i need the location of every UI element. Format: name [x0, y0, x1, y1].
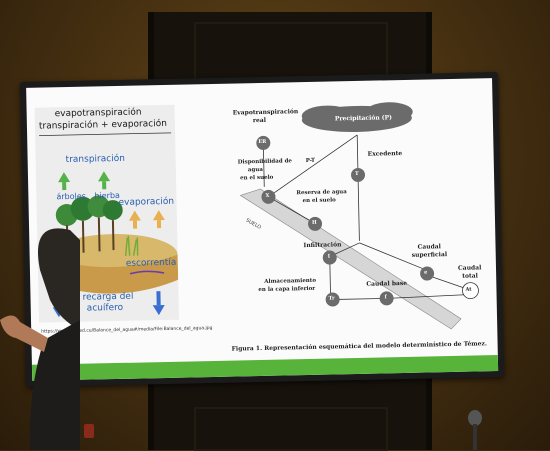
flow-line [268, 134, 358, 198]
illustration-graphics [39, 132, 179, 318]
node-tr-label: Tr [328, 295, 335, 302]
node-h [308, 216, 323, 231]
cloud-icon [364, 102, 413, 123]
node-tr [325, 292, 340, 307]
ground-side [47, 254, 179, 294]
node-i-label: I [327, 253, 331, 260]
runoff-arrow-icon [129, 270, 165, 275]
node-f [379, 291, 394, 306]
flow-line [268, 196, 310, 221]
soil-band [239, 188, 462, 330]
node-at-label: At [465, 286, 472, 293]
presenter-body [29, 320, 80, 450]
green-arrow-icon [98, 171, 111, 182]
label-caudal-superficial-2: superficial [411, 251, 448, 259]
node-t-label: T [354, 170, 359, 178]
label-reserva: Reserva de agua [296, 189, 347, 197]
label-evapo-real-2: real [252, 116, 267, 125]
tree-icon [102, 200, 123, 221]
door-panel [194, 407, 388, 451]
blue-arrow-icon [156, 291, 161, 306]
flow-line [356, 134, 360, 241]
label-excedente: Excedente [367, 150, 403, 158]
presenter-head [38, 228, 80, 330]
label-pt: P-T [305, 157, 316, 165]
label-disponibilidad: Disponibilidad de [237, 158, 292, 166]
cloud-icon [301, 105, 352, 126]
tree-trunk [111, 220, 115, 251]
tree-trunk [97, 217, 101, 252]
flow-line [390, 294, 465, 299]
node-e-label: e [424, 269, 428, 276]
node-h-label: H [311, 219, 317, 226]
presenter [0, 228, 80, 450]
label-reserva-2: en el suelo [302, 197, 336, 205]
label-infiltracion: Infiltración [303, 241, 342, 250]
mic-stem [473, 424, 477, 450]
label-caudal-base: Caudal base [366, 279, 408, 288]
node-t [351, 167, 366, 182]
green-arrow-icon [102, 181, 107, 190]
label-precipitacion: Precipitación (P) [334, 114, 393, 123]
microphone-icon [468, 410, 482, 450]
label-disponibilidad-3: en el suelo [240, 174, 274, 182]
blue-arrow-icon [152, 305, 165, 316]
node-er [256, 135, 271, 150]
label-almacenamiento-2: en la capa inferior [258, 285, 316, 294]
orange-arrow-icon [152, 210, 165, 221]
temez-model-diagram [239, 102, 479, 330]
tree-trunk [81, 220, 85, 253]
orange-arrow-icon [128, 210, 141, 221]
brace-line [39, 132, 172, 137]
label-disponibilidad-2: agua [247, 166, 263, 174]
light-switch [84, 424, 94, 438]
label-almacenamiento: Almacenamiento [264, 277, 317, 285]
presenter-hand [0, 315, 48, 352]
green-arrow-icon [58, 172, 71, 183]
mic-head [468, 410, 482, 426]
node-f-label: f [384, 294, 387, 301]
water-balance-illustration: evapotranspiración transpiración + evapo… [34, 104, 180, 323]
presentation-slide: evapotranspiración transpiración + evapo… [26, 78, 499, 381]
label-caudal-total-2: total [462, 272, 478, 280]
label-caudal-superficial: Caudal [417, 243, 442, 251]
node-x-label: X [265, 192, 270, 199]
flow-line [359, 242, 426, 270]
label-evapo-real: Evapotranspiración [232, 108, 299, 117]
node-er-label: ER [258, 138, 267, 146]
node-at [462, 282, 479, 300]
node-e [420, 266, 435, 281]
flow-line [262, 142, 265, 187]
label-caudal-total: Caudal [457, 264, 482, 272]
flow-line [329, 261, 331, 296]
orange-arrow-icon [156, 220, 162, 229]
projection-screen: evapotranspiración transpiración + evapo… [20, 71, 505, 387]
grass-icon [124, 235, 139, 256]
flow-line [428, 275, 467, 290]
node-x [261, 189, 276, 204]
orange-arrow-icon [132, 220, 138, 229]
flow-line [336, 298, 383, 300]
green-arrow-icon [62, 182, 67, 191]
node-i [322, 250, 337, 265]
